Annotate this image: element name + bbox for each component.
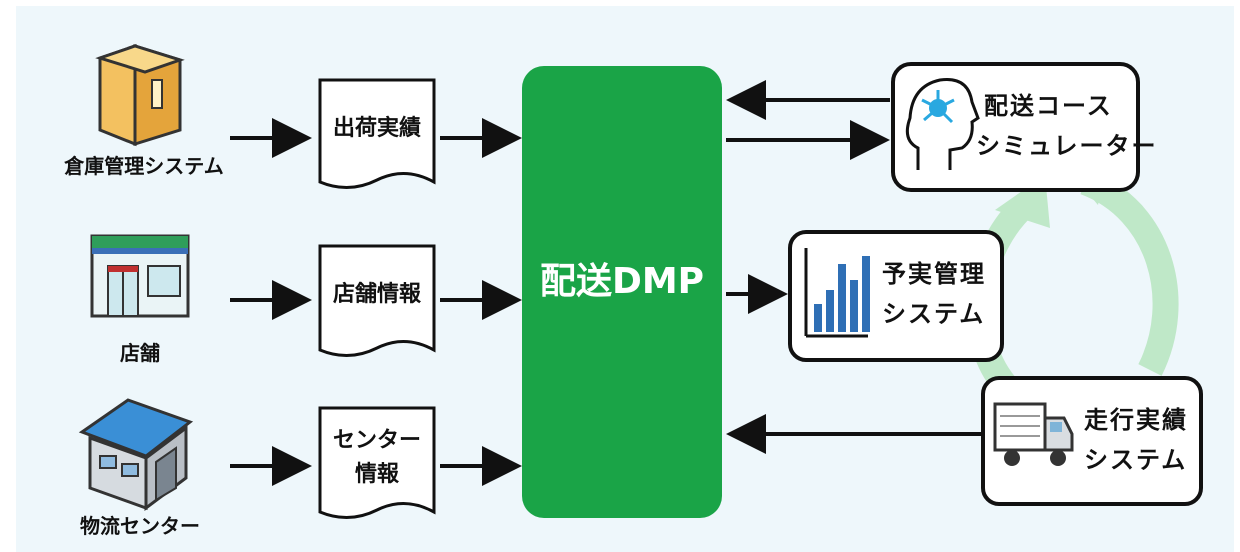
hub-label: 配送DMP <box>539 261 705 302</box>
simulator-label: 配送コース シミュレーター <box>976 86 1158 166</box>
storefront-icon <box>90 234 190 318</box>
source-label-warehouse: 倉庫管理システム <box>64 154 224 178</box>
delivery-truck-icon <box>993 402 1074 466</box>
document-line: 出荷実績 <box>332 116 421 141</box>
document-shape-shipment <box>318 78 436 189</box>
bar-chart-icon <box>804 248 870 338</box>
budget-label-line-2: システム <box>882 300 986 328</box>
budget-label-line-1: 予実管理 <box>882 260 986 288</box>
document-shape-centerinfo <box>318 406 436 519</box>
document-label-storeinfo: 店舗情報 <box>320 278 434 312</box>
simulator-label-line-2: シミュレーター <box>976 132 1158 160</box>
document-line: 店舗情報 <box>332 282 421 307</box>
hub-box <box>522 66 722 518</box>
document-line: 情報 <box>354 462 399 487</box>
budget-label: 予実管理 システム <box>882 254 986 334</box>
driving-label: 走行実績 システム <box>1084 400 1188 480</box>
driving-label-line-2: システム <box>1084 446 1188 474</box>
source-label-center: 物流センター <box>80 514 200 538</box>
document-label-centerinfo: センター 情報 <box>320 424 434 492</box>
simulator-label-line-1: 配送コース <box>984 92 1113 120</box>
ai-head-icon <box>905 77 980 170</box>
cardboard-box-icon <box>95 43 185 147</box>
document-line: センター <box>332 428 421 453</box>
source-label-store: 店舗 <box>120 341 160 365</box>
warehouse-building-icon <box>78 398 194 511</box>
document-shape-storeinfo <box>318 244 436 357</box>
driving-label-line-1: 走行実績 <box>1084 406 1188 434</box>
document-label-shipment: 出荷実績 <box>320 112 434 146</box>
